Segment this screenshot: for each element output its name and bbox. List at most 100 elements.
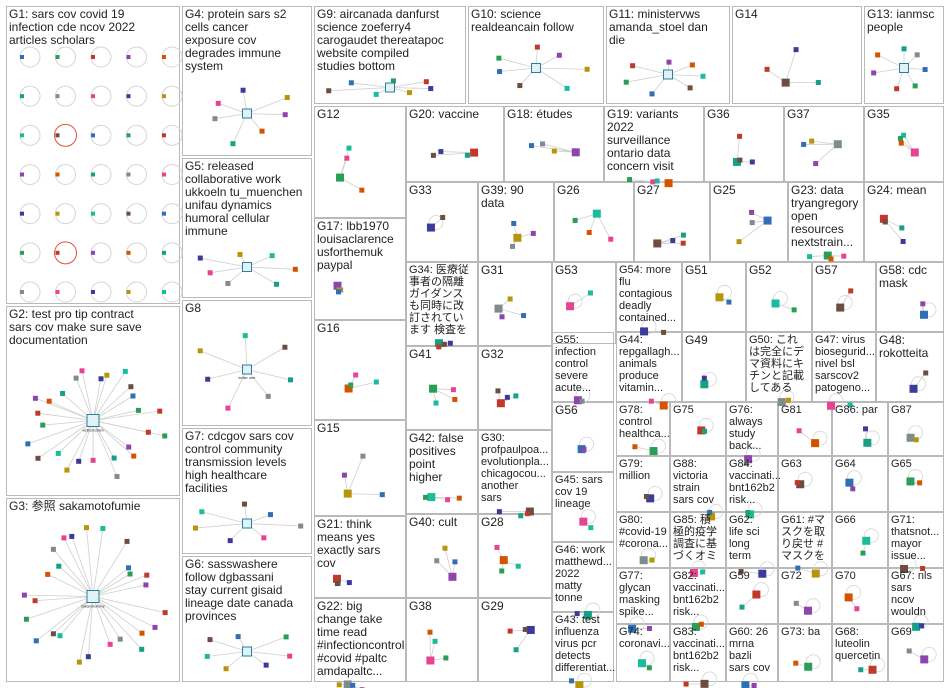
node — [20, 94, 24, 99]
node — [430, 152, 436, 158]
node — [152, 624, 158, 630]
node — [130, 393, 136, 399]
node — [284, 94, 290, 100]
edge — [440, 151, 475, 154]
node — [20, 133, 24, 138]
node — [494, 304, 503, 313]
group-box-g10 — [468, 6, 604, 104]
edge — [92, 584, 147, 597]
edge — [246, 651, 290, 657]
group-label-g12: G12 — [317, 107, 340, 121]
node — [55, 250, 60, 255]
node — [796, 428, 802, 434]
node — [470, 148, 479, 157]
group-box-g63 — [778, 456, 832, 512]
group-box-g30 — [478, 430, 552, 514]
node — [661, 329, 667, 335]
node — [50, 546, 56, 552]
self-loop — [908, 469, 923, 484]
node — [346, 580, 352, 586]
node — [807, 254, 813, 260]
node — [143, 582, 149, 588]
node — [122, 368, 128, 374]
node — [749, 209, 755, 215]
node — [207, 637, 213, 643]
self-loop — [921, 302, 937, 318]
self-loop — [773, 291, 788, 306]
node — [55, 450, 61, 456]
node — [841, 253, 847, 259]
edge — [35, 596, 94, 602]
node — [752, 590, 761, 599]
group-box-g28 — [478, 514, 552, 598]
node — [346, 145, 352, 151]
group-box-g72 — [778, 568, 832, 624]
edge — [542, 143, 576, 153]
node — [139, 630, 145, 636]
node — [844, 593, 853, 602]
node — [434, 558, 440, 564]
node — [700, 73, 706, 79]
edge — [498, 308, 524, 316]
edge — [92, 371, 126, 421]
node — [242, 333, 248, 339]
node — [25, 441, 31, 447]
group-box-g20 — [406, 106, 504, 182]
node — [76, 659, 82, 665]
node — [583, 610, 592, 619]
group-label-g14: G14 — [735, 7, 758, 21]
node — [495, 388, 501, 394]
node — [751, 683, 757, 688]
self-loop — [846, 470, 862, 486]
node — [920, 566, 926, 572]
node — [513, 647, 519, 653]
self-loop — [812, 430, 828, 446]
self-loop — [641, 319, 657, 334]
node — [440, 214, 446, 220]
node — [263, 662, 269, 668]
group-box-g1 — [6, 6, 180, 304]
group-box-g73 — [778, 624, 832, 682]
node — [739, 604, 745, 610]
group-box-g77 — [616, 568, 670, 624]
node — [298, 523, 304, 529]
group-box-g9 — [314, 6, 466, 104]
group-label-g70: G70 — [835, 570, 856, 582]
node — [55, 172, 60, 177]
group-box-g39 — [478, 182, 554, 262]
hub-node — [242, 364, 252, 375]
self-loop — [576, 672, 592, 688]
edge — [49, 400, 94, 421]
node — [497, 69, 503, 75]
edge — [200, 350, 248, 370]
node — [50, 631, 56, 637]
hub-node-label: sakamotofumie — [81, 605, 105, 609]
node — [332, 574, 341, 583]
group-box-g88 — [670, 456, 726, 512]
node — [126, 133, 131, 138]
node — [197, 348, 203, 354]
hub-node — [385, 82, 395, 93]
node — [630, 63, 636, 69]
node — [126, 565, 132, 571]
node — [64, 467, 70, 473]
group-label-g57: G57 — [815, 263, 838, 277]
node — [441, 341, 447, 347]
node — [509, 243, 515, 249]
node — [456, 495, 462, 501]
node — [912, 622, 921, 631]
node — [427, 629, 433, 635]
group-box-g70 — [832, 568, 888, 624]
node — [900, 238, 906, 244]
edge — [207, 369, 248, 380]
group-label-g59: G59 — [729, 570, 750, 582]
